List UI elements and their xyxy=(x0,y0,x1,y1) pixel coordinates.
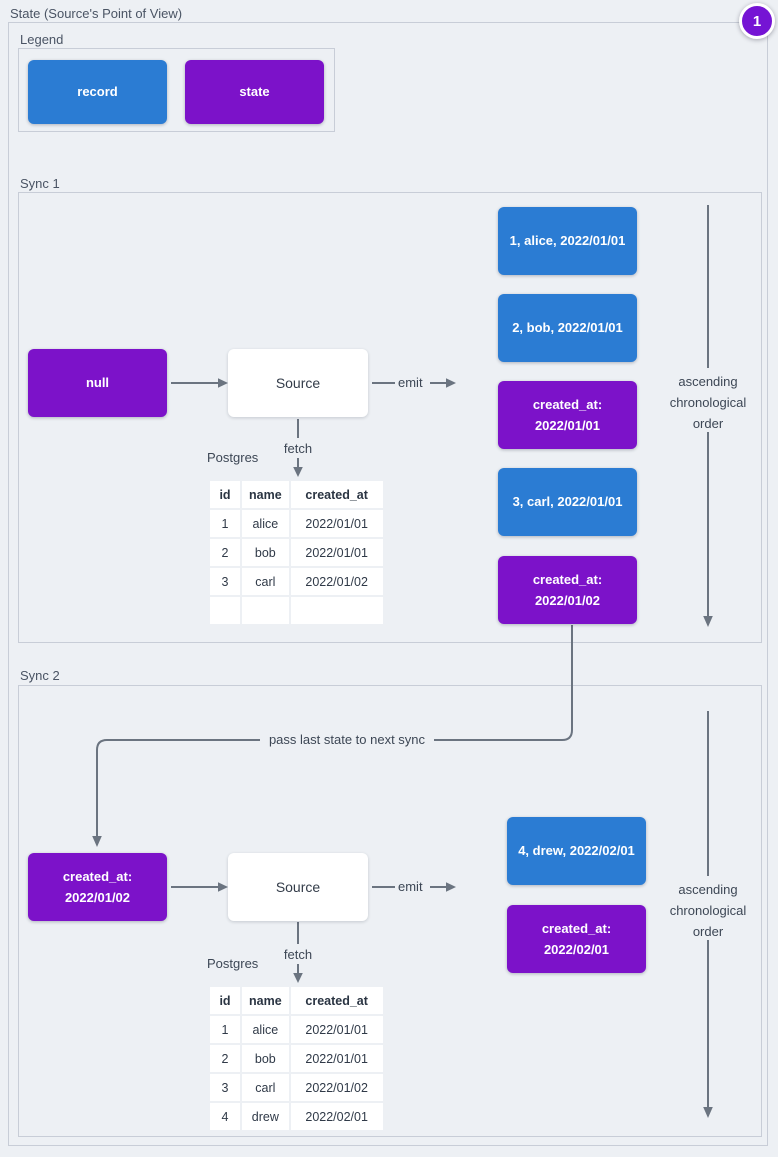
sync1-postgres-table: id name created_at 1 alice 2022/01/01 2 … xyxy=(208,479,385,626)
sync1-frame xyxy=(18,192,762,643)
table-row: 1 alice 2022/01/01 xyxy=(210,1016,383,1043)
sync2-col-name: name xyxy=(242,987,289,1014)
sync1-emitted-state-1-line2: 2022/01/01 xyxy=(534,418,601,433)
table-row: 4 drew 2022/02/01 xyxy=(210,1103,383,1130)
sync2-label: Sync 2 xyxy=(20,668,60,683)
sync1-emitted-record-3-text: 3, carl, 2022/01/01 xyxy=(512,494,623,510)
sync1-ascending-label: ascending chronological order xyxy=(669,374,747,431)
table-row: 2 bob 2022/01/01 xyxy=(210,1045,383,1072)
sync2-input-state-line2: 2022/01/02 xyxy=(64,890,131,905)
legend-state-swatch: state xyxy=(185,60,324,124)
sync1-emitted-state-2-line2: 2022/01/02 xyxy=(534,593,601,608)
sync2-emitted-record-1-text: 4, drew, 2022/02/01 xyxy=(518,843,635,859)
step-badge: 1 xyxy=(739,3,775,39)
sync1-emitted-record-2-text: 2, bob, 2022/01/01 xyxy=(512,320,623,336)
table-header-row: id name created_at xyxy=(210,481,383,508)
sync1-emitted-state-1: created_at: 2022/01/01 xyxy=(498,381,637,449)
sync2-postgres-label: Postgres xyxy=(207,956,259,971)
table-row: 3 carl 2022/01/02 xyxy=(210,1074,383,1101)
sync1-input-state-box: null xyxy=(28,349,167,417)
legend-record-label: record xyxy=(77,84,118,100)
table-row: 1 alice 2022/01/01 xyxy=(210,510,383,537)
sync2-emitted-state-1: created_at: 2022/02/01 xyxy=(507,905,646,973)
sync1-emitted-state-2: created_at: 2022/01/02 xyxy=(498,556,637,624)
sync1-col-id: id xyxy=(210,481,240,508)
sync1-col-created-at: created_at xyxy=(290,481,383,508)
sync1-emitted-record-2: 2, bob, 2022/01/01 xyxy=(498,294,637,362)
sync2-input-state-line1: created_at: xyxy=(62,868,133,884)
table-row: 3 carl 2022/01/02 xyxy=(210,568,383,595)
sync1-emitted-state-1-line1: created_at: xyxy=(532,396,603,412)
sync1-fetch-label: fetch xyxy=(283,441,313,456)
sync2-source-label: Source xyxy=(275,879,321,895)
sync1-emit-label: emit xyxy=(398,375,423,390)
sync1-input-state-text: null xyxy=(85,375,110,391)
sync2-emit-label: emit xyxy=(398,879,423,894)
sync1-emitted-state-2-line1: created_at: xyxy=(532,571,603,587)
outer-frame xyxy=(8,22,768,1146)
table-header-row: id name created_at xyxy=(210,987,383,1014)
table-row: 2 bob 2022/01/01 xyxy=(210,539,383,566)
sync2-col-id: id xyxy=(210,987,240,1014)
legend-label: Legend xyxy=(20,32,64,47)
sync2-source-box: Source xyxy=(228,853,368,921)
sync2-frame xyxy=(18,685,762,1137)
sync2-fetch-label: fetch xyxy=(283,947,313,962)
sync1-col-name: name xyxy=(242,481,289,508)
sync1-postgres-label: Postgres xyxy=(207,450,259,465)
sync2-emitted-record-1: 4, drew, 2022/02/01 xyxy=(507,817,646,885)
sync2-ascending-label: ascending chronological order xyxy=(669,882,747,939)
legend-frame xyxy=(18,48,335,132)
page-title: State (Source's Point of View) xyxy=(10,6,183,21)
sync1-source-label: Source xyxy=(275,375,321,391)
sync2-postgres-table: id name created_at 1 alice 2022/01/01 2 … xyxy=(208,985,385,1132)
sync1-emitted-record-1-text: 1, alice, 2022/01/01 xyxy=(509,233,626,249)
sync1-emitted-record-1: 1, alice, 2022/01/01 xyxy=(498,207,637,275)
sync2-input-state-box: created_at: 2022/01/02 xyxy=(28,853,167,921)
sync2-col-created-at: created_at xyxy=(290,987,383,1014)
table-row-empty xyxy=(210,597,383,624)
sync1-label: Sync 1 xyxy=(20,176,60,191)
pass-state-label: pass last state to next sync xyxy=(268,732,426,747)
sync2-emitted-state-1-line1: created_at: xyxy=(541,920,612,936)
legend-state-label: state xyxy=(239,84,270,100)
legend-record-swatch: record xyxy=(28,60,167,124)
sync1-emitted-record-3: 3, carl, 2022/01/01 xyxy=(498,468,637,536)
sync2-emitted-state-1-line2: 2022/02/01 xyxy=(543,942,610,957)
sync1-source-box: Source xyxy=(228,349,368,417)
